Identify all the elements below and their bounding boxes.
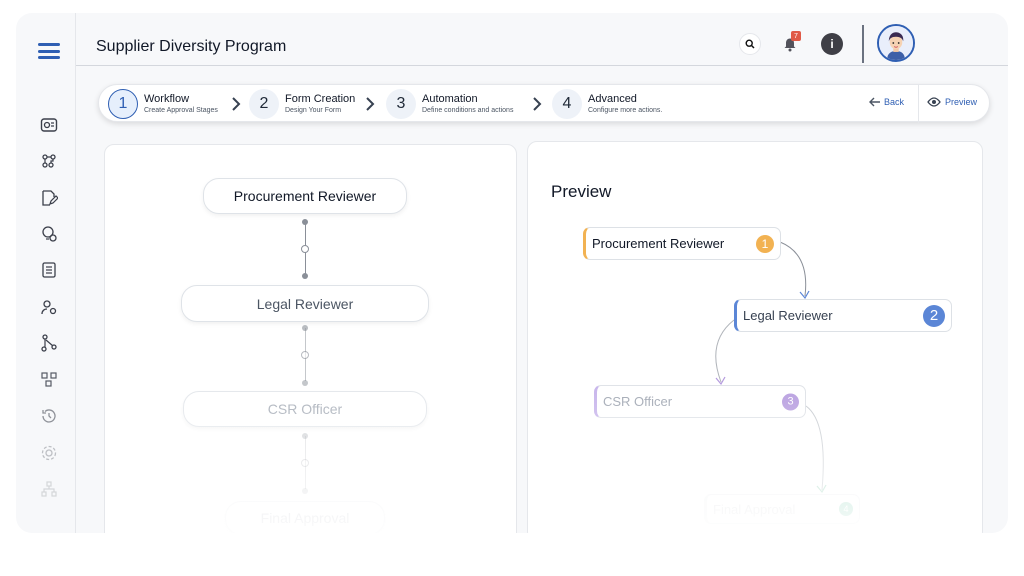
node-label: CSR Officer [603, 394, 673, 409]
node-label: CSR Officer [267, 401, 343, 417]
connector-dot [302, 380, 308, 386]
preview-title: Preview [551, 182, 612, 201]
step-number: 4 [552, 89, 582, 119]
bar-divider [918, 85, 919, 123]
step-number: 3 [386, 89, 416, 119]
avatar[interactable] [877, 24, 915, 62]
preview-node[interactable]: Procurement Reviewer 1 [583, 227, 781, 260]
workflow-node[interactable]: Final Approval [225, 501, 385, 533]
node-label: Legal Reviewer [743, 308, 833, 323]
hamburger-menu-icon[interactable] [38, 43, 60, 59]
connector-dot [302, 488, 308, 494]
step-number: 2 [249, 89, 279, 119]
preview-label: Preview [945, 97, 978, 107]
dashboard-icon[interactable] [40, 116, 58, 134]
preview-node[interactable]: Legal Reviewer 2 [734, 299, 952, 332]
search-button[interactable] [739, 33, 761, 55]
node-label: Procurement Reviewer [592, 236, 725, 251]
workflow-node[interactable]: Legal Reviewer [181, 285, 429, 322]
hierarchy-icon[interactable] [40, 334, 58, 352]
flow-icon[interactable] [40, 370, 58, 388]
eye-icon [927, 97, 941, 107]
add-step-handle[interactable] [301, 459, 309, 467]
step-title: Workflow [144, 93, 190, 105]
step-title: Automation [422, 93, 478, 105]
workflow-builder-panel: Procurement Reviewer Legal Reviewer CSR … [104, 144, 517, 533]
preview-node[interactable]: CSR Officer 3 [594, 385, 806, 418]
node-number-badge: 2 [923, 304, 945, 327]
preview-panel: Preview Procurement Reviewer 1 Legal Rev… [527, 141, 983, 533]
add-step-handle[interactable] [301, 351, 309, 359]
list-icon[interactable] [40, 261, 58, 279]
node-label: Final Approval [260, 510, 350, 526]
node-label: Procurement Reviewer [233, 188, 377, 204]
chevron-right-icon [366, 97, 375, 111]
header-divider [862, 25, 864, 63]
chevron-right-icon [533, 97, 542, 111]
arrow-left-icon [869, 97, 880, 107]
header: Supplier Diversity Program 7 i [76, 13, 1008, 66]
app-window: Supplier Diversity Program 7 i [16, 13, 1008, 533]
cog-icon[interactable] [40, 444, 58, 462]
info-icon[interactable]: i [821, 33, 843, 55]
add-step-handle[interactable] [301, 245, 309, 253]
preview-button[interactable]: Preview [927, 97, 977, 107]
node-label: Legal Reviewer [256, 295, 354, 312]
org-chart-icon[interactable] [40, 480, 58, 498]
step-subtitle: Define conditions and actions [422, 107, 514, 114]
workflow-node[interactable]: Procurement Reviewer [203, 178, 407, 214]
preview-node[interactable]: Final Approval 4 [704, 494, 860, 524]
page-title: Supplier Diversity Program [96, 38, 287, 55]
step-subtitle: Configure more actions. [588, 107, 663, 114]
history-icon[interactable] [40, 407, 58, 425]
step-subtitle: Design Your Form [285, 107, 342, 114]
node-label: Final Approval [713, 501, 796, 517]
chevron-right-icon [232, 97, 241, 111]
sidebar [16, 13, 76, 533]
edit-document-icon[interactable] [40, 189, 58, 207]
workflow-node[interactable]: CSR Officer [183, 391, 427, 427]
node-number-badge: 3 [782, 393, 799, 410]
workflow-icon[interactable] [40, 152, 58, 170]
notifications-button[interactable]: 7 [779, 31, 801, 55]
step-subtitle: Create Approval Stages [144, 107, 218, 114]
user-settings-icon[interactable] [40, 298, 58, 316]
node-number-badge: 1 [756, 234, 774, 253]
notification-badge: 7 [791, 31, 801, 41]
back-button[interactable]: Back [869, 97, 904, 107]
step-title: Advanced [588, 93, 637, 105]
node-number-badge: 4 [839, 502, 853, 516]
step-number: 1 [108, 89, 138, 119]
back-label: Back [884, 97, 905, 107]
main-area: Supplier Diversity Program 7 i [76, 13, 1008, 533]
search-icon [745, 39, 755, 49]
step-title: Form Creation [285, 93, 356, 105]
connector-dot [302, 273, 308, 279]
settings-bulb-icon[interactable] [40, 225, 58, 243]
preview-connectors [715, 241, 827, 494]
